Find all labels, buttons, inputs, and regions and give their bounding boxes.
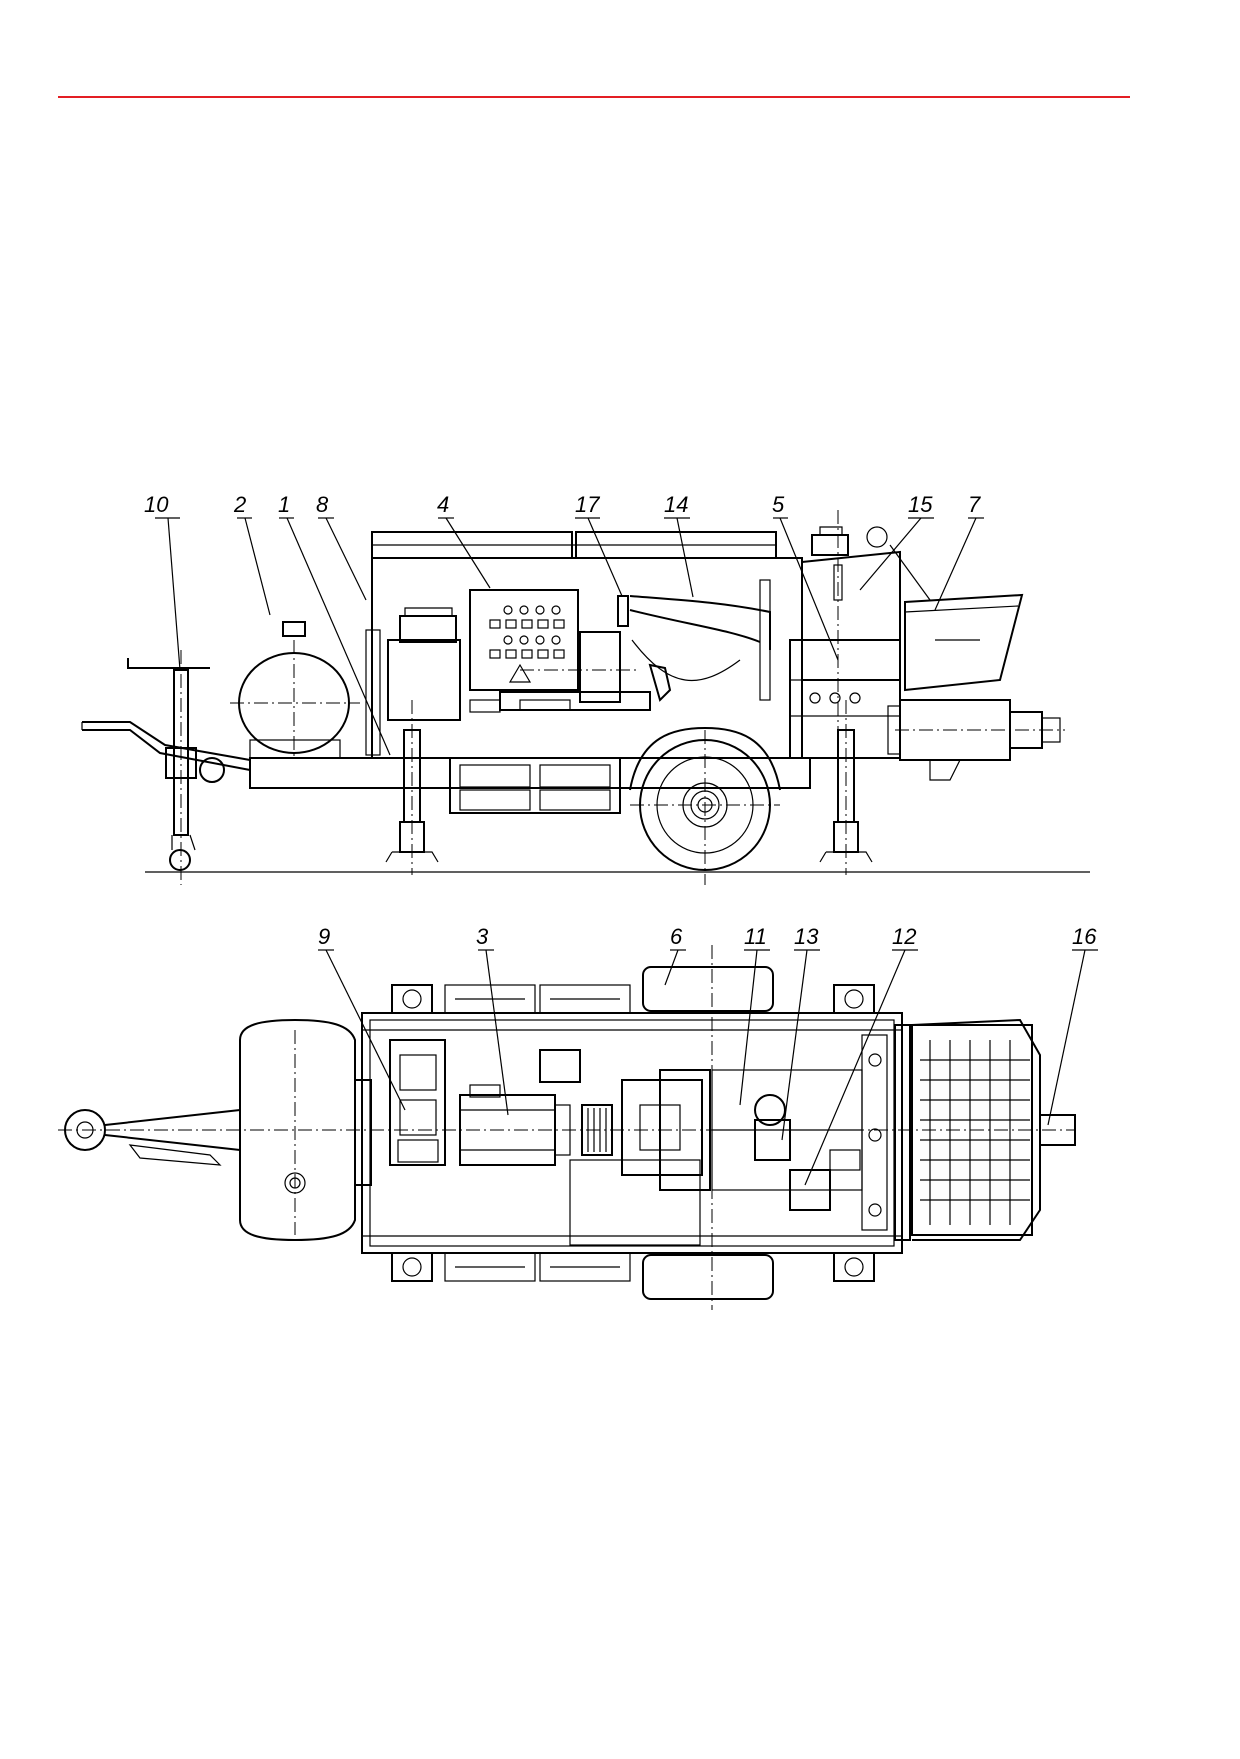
- callout-7: 7: [968, 492, 981, 517]
- callout-8: 8: [316, 492, 329, 517]
- callout-5: 5: [772, 492, 785, 517]
- callout-17: 17: [575, 492, 600, 517]
- callout-9: 9: [318, 924, 330, 949]
- callout-11: 11: [744, 924, 767, 949]
- callout-16: 16: [1072, 924, 1097, 949]
- coupling-ribs: [587, 1108, 607, 1152]
- outrigger-left: [385, 700, 439, 875]
- callout-14: 14: [664, 492, 688, 517]
- outrigger-right: [819, 700, 873, 875]
- side-view: 10 2 1 8 4 17 14 5 15 7: [81, 492, 1090, 885]
- callout-15: 15: [908, 492, 933, 517]
- panel-buttons: [489, 605, 565, 683]
- top-view: 9 3 6 11 13 12 16: [58, 924, 1098, 1310]
- callout-12: 12: [892, 924, 916, 949]
- callout-10: 10: [144, 492, 169, 517]
- hopper-grid: [920, 1040, 1030, 1225]
- callout-2: 2: [233, 492, 246, 517]
- callout-13: 13: [794, 924, 819, 949]
- callout-4: 4: [437, 492, 449, 517]
- road-wheel: [629, 726, 781, 885]
- callout-3: 3: [476, 924, 489, 949]
- callout-6: 6: [670, 924, 683, 949]
- callout-1: 1: [278, 492, 290, 517]
